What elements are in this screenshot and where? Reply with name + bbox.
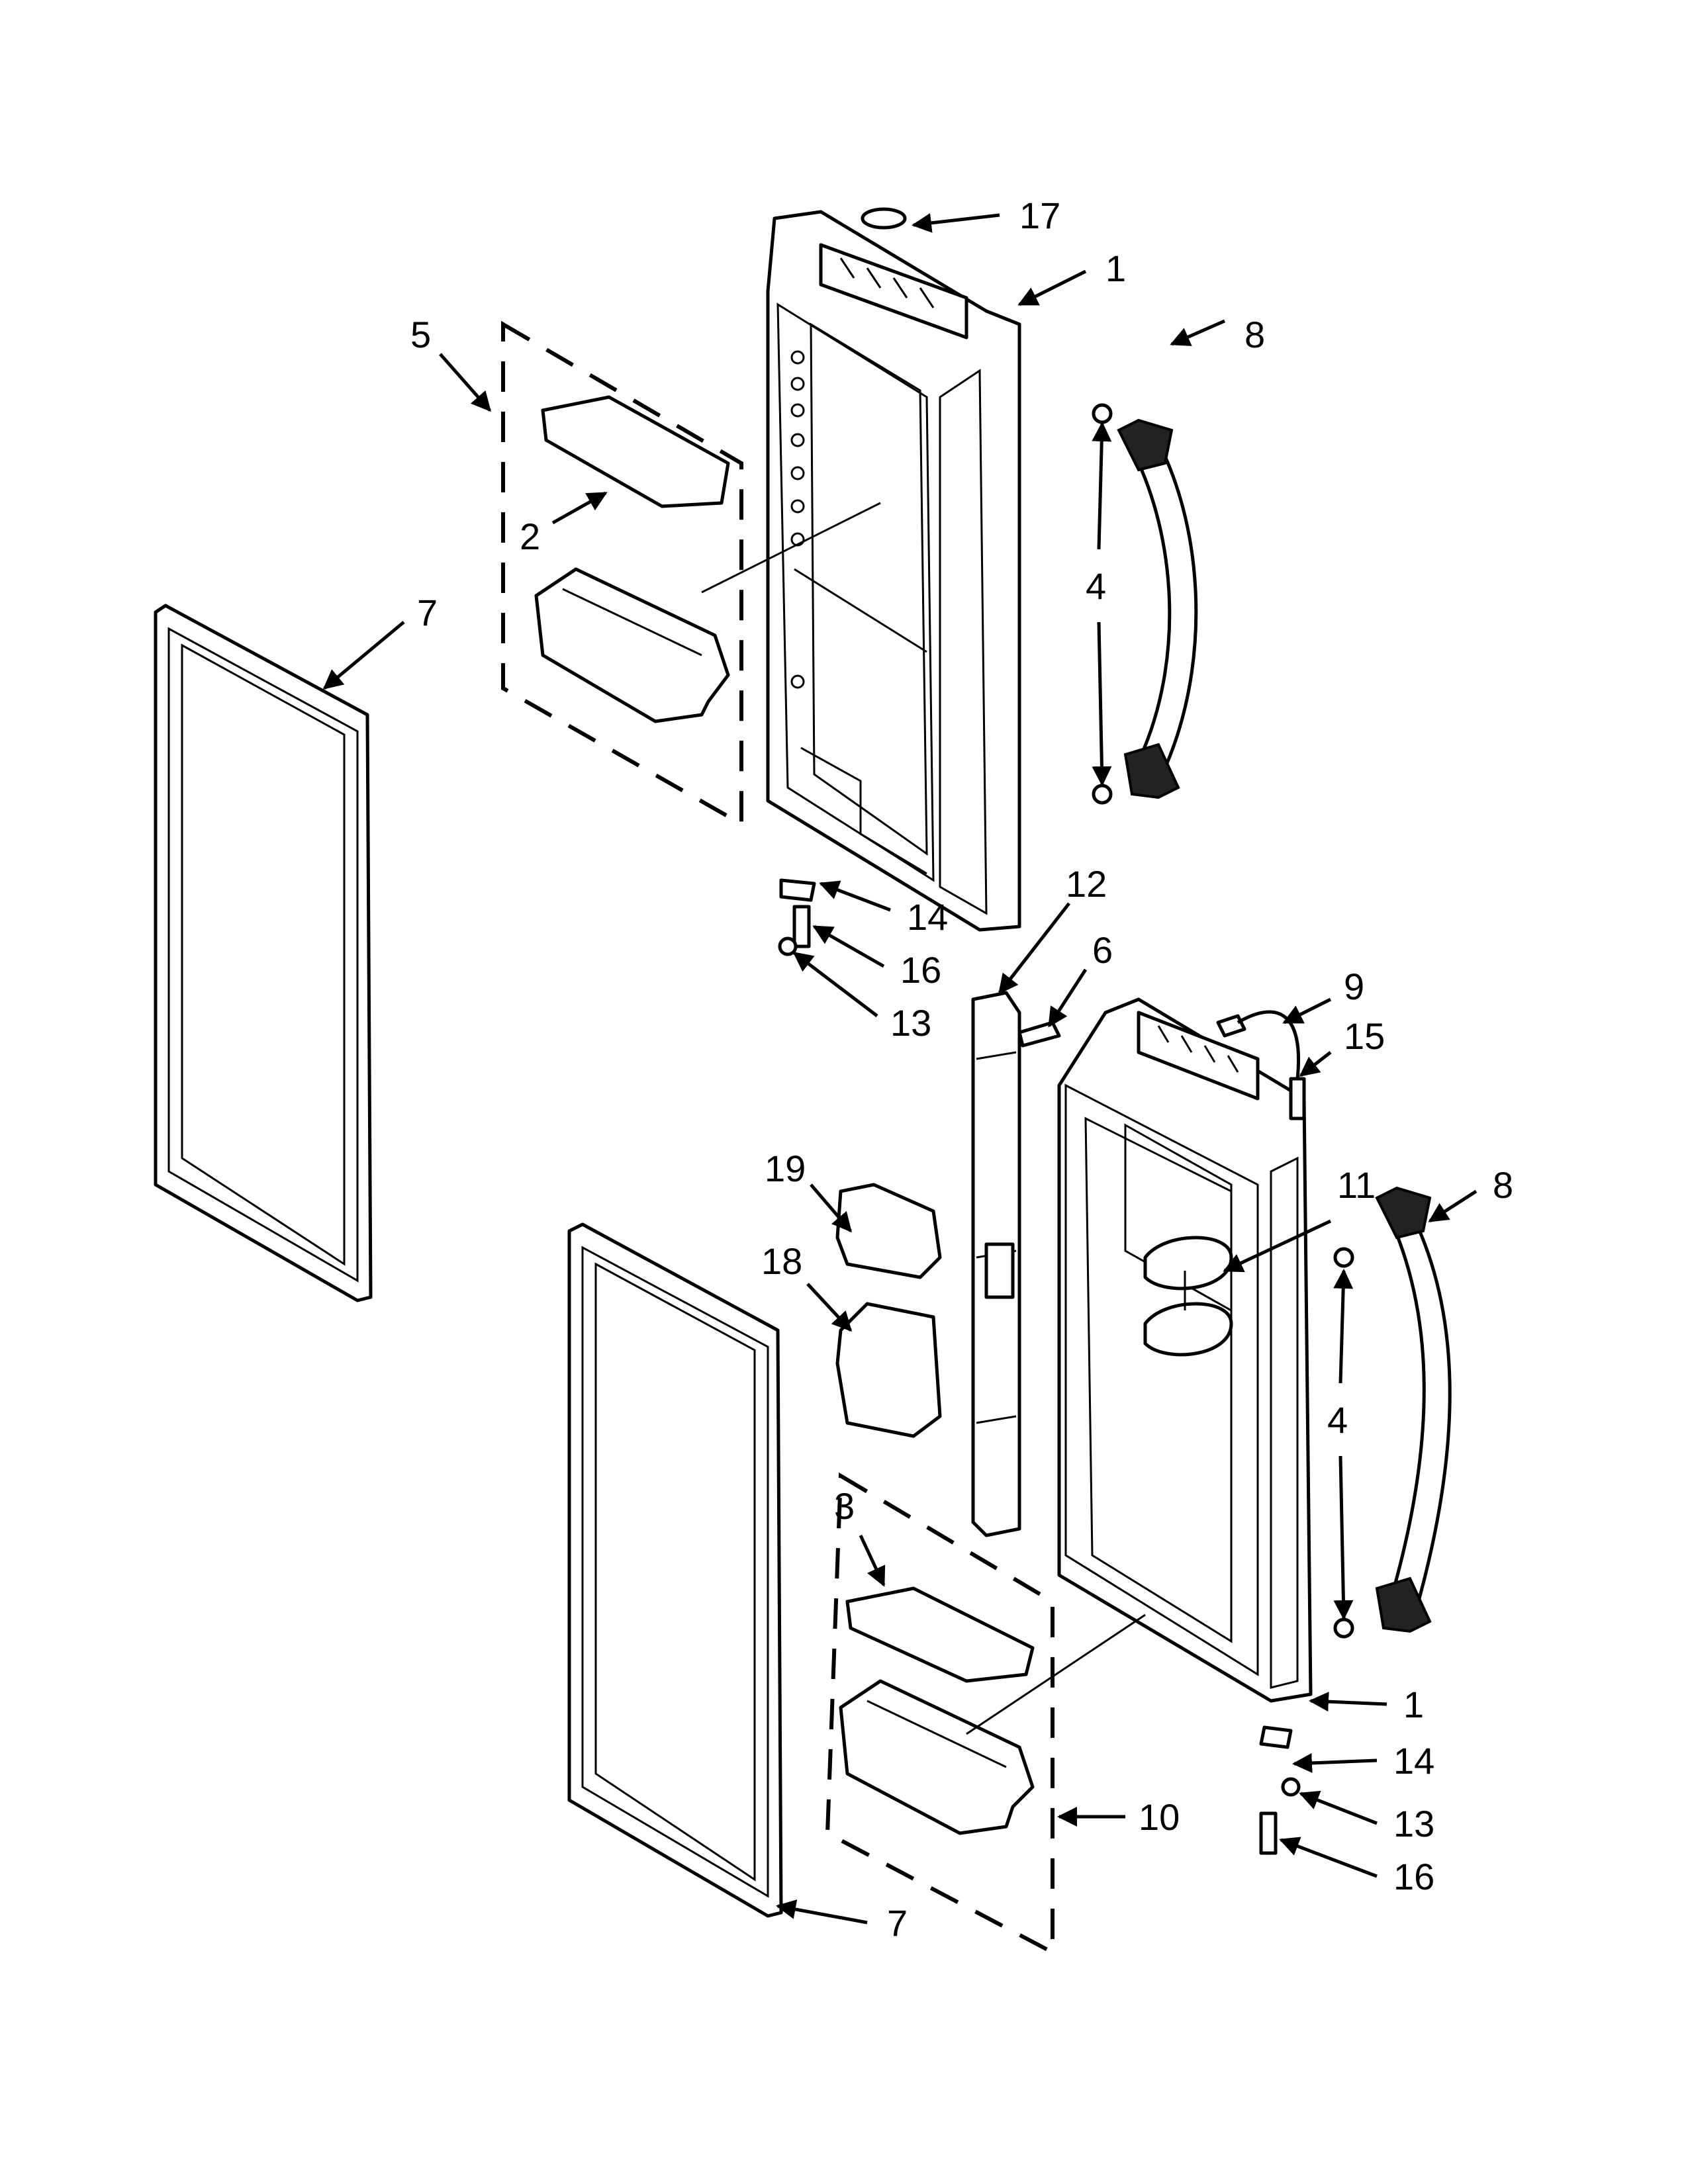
bin-part-19 bbox=[835, 1183, 942, 1279]
upper-door-gasket-part-7 bbox=[154, 604, 373, 1302]
callout-12: 12 bbox=[1066, 863, 1107, 905]
callout-16-upper: 16 bbox=[900, 949, 941, 991]
lower-hinge-hardware bbox=[1259, 1725, 1301, 1855]
upper-door-bin bbox=[534, 502, 881, 723]
callout-4-upper: 4 bbox=[1086, 565, 1106, 607]
upper-door-handle-part-8 bbox=[1092, 403, 1198, 805]
callout-14-upper: 14 bbox=[907, 896, 948, 938]
leader-lines bbox=[322, 213, 1477, 1925]
lower-door-gasket-part-7 bbox=[567, 1222, 783, 1918]
callout-7-lower: 7 bbox=[887, 1902, 908, 1944]
lower-door-bin bbox=[839, 1614, 1146, 1835]
callout-5: 5 bbox=[410, 314, 431, 355]
door-cap-part-17 bbox=[861, 207, 907, 230]
upper-door-liner bbox=[766, 210, 1021, 932]
callout-11: 11 bbox=[1337, 1164, 1376, 1206]
callout-16-lower: 16 bbox=[1393, 1856, 1434, 1897]
callout-17: 17 bbox=[1019, 195, 1060, 236]
callout-10: 10 bbox=[1139, 1796, 1180, 1838]
upper-bin-group-outline bbox=[501, 320, 743, 828]
callout-9: 9 bbox=[1344, 966, 1364, 1007]
callout-13-upper: 13 bbox=[890, 1002, 931, 1044]
dispenser-housing-part-11 bbox=[1143, 1236, 1233, 1357]
callout-19: 19 bbox=[765, 1148, 806, 1189]
lower-door-handle-part-8 bbox=[1333, 1186, 1452, 1639]
upper-door-shelf-pegs bbox=[790, 350, 805, 689]
lower-bin-group-outline bbox=[825, 1472, 1055, 1956]
callout-8-lower: 8 bbox=[1493, 1164, 1513, 1206]
water-tube-part-9 bbox=[1216, 1010, 1306, 1120]
callout-1-lower: 1 bbox=[1403, 1684, 1424, 1725]
bin-part-18 bbox=[835, 1302, 942, 1438]
screw-part-6 bbox=[1017, 1021, 1061, 1048]
callout-1-upper: 1 bbox=[1105, 248, 1126, 289]
callout-7-upper: 7 bbox=[417, 592, 438, 633]
callout-8-upper: 8 bbox=[1244, 314, 1265, 355]
callout-18: 18 bbox=[761, 1240, 802, 1282]
callout-15: 15 bbox=[1344, 1015, 1385, 1057]
hinge-cover-part-12 bbox=[971, 991, 1021, 1537]
callout-labels: 17 1 8 5 2 4 7 14 16 13 12 6 9 15 19 18 … bbox=[410, 195, 1513, 1944]
callout-2: 2 bbox=[520, 516, 540, 557]
upper-hinge-hardware bbox=[778, 878, 816, 956]
callout-14-lower: 14 bbox=[1393, 1740, 1434, 1782]
lower-bin-cover-part-3 bbox=[845, 1586, 1035, 1683]
callout-6: 6 bbox=[1092, 929, 1113, 971]
callout-4-lower: 4 bbox=[1327, 1399, 1348, 1441]
callout-13-lower: 13 bbox=[1393, 1803, 1434, 1844]
callout-3: 3 bbox=[834, 1485, 855, 1527]
upper-bin-cover-part-2 bbox=[541, 395, 730, 508]
